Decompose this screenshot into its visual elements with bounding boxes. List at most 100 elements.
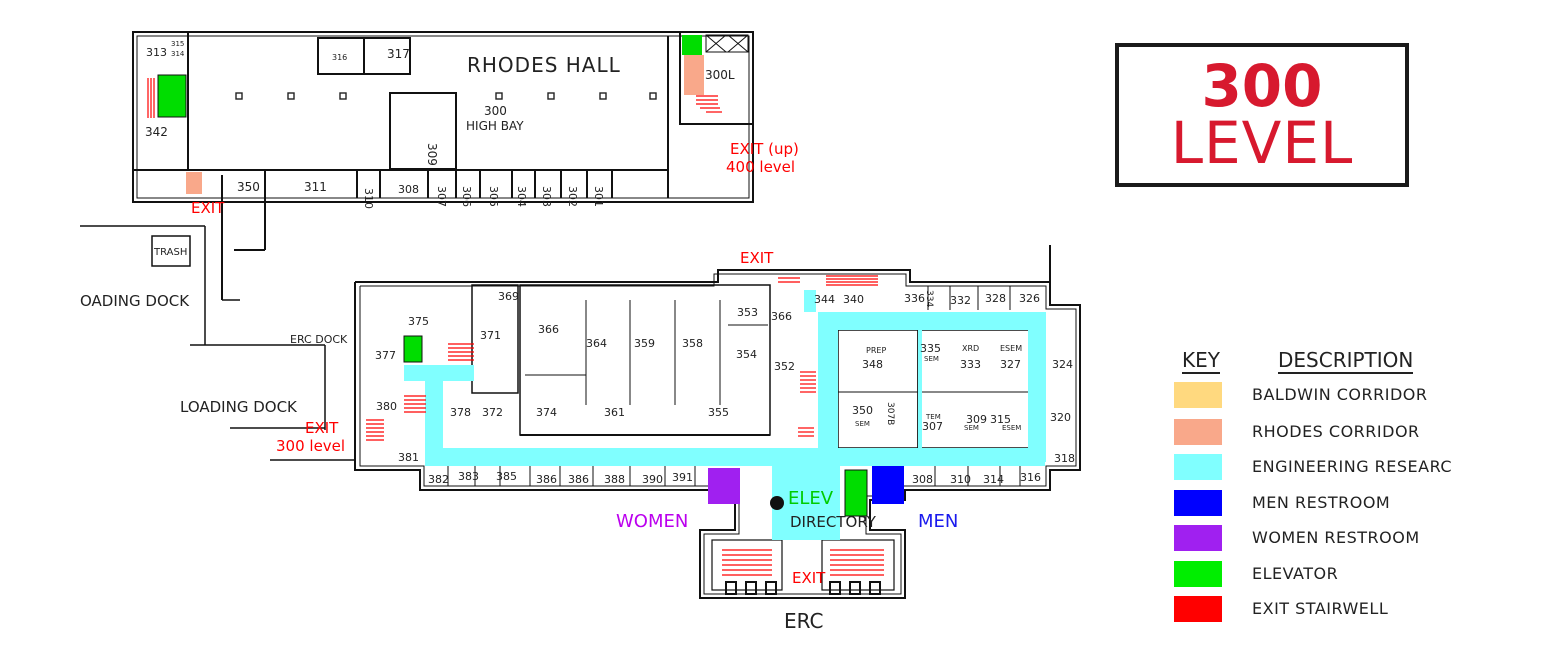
- legend-label: ENGINEERING RESEARC: [1252, 457, 1453, 476]
- room-386: 386: [536, 473, 557, 486]
- loading-dock-lower-label: LOADING DOCK: [180, 398, 298, 416]
- room-315: 315: [171, 40, 184, 48]
- room-307-tem: 307: [922, 420, 943, 433]
- rhodes-east-stair-block: [679, 31, 754, 125]
- room-390: 390: [642, 473, 663, 486]
- legend-swatch: [1174, 490, 1222, 516]
- room-335: 335: [920, 342, 941, 355]
- room-352: 352: [774, 360, 795, 373]
- level-number: 300: [1201, 52, 1323, 120]
- women-label: WOMEN: [616, 511, 688, 532]
- directory-label: DIRECTORY: [790, 513, 877, 531]
- room-308-east: 308: [912, 473, 933, 486]
- high-bay-number: 300: [484, 104, 507, 118]
- room-306: 306: [460, 186, 473, 207]
- legend-item: ENGINEERING RESEARC: [1174, 454, 1464, 480]
- room-313: 313: [146, 46, 167, 59]
- men-restroom: [872, 466, 904, 504]
- legend-swatch: [1174, 561, 1222, 587]
- stair-west-375: [448, 343, 474, 361]
- corridor-lab-gap: [918, 330, 922, 448]
- legend-label: MEN RESTROOM: [1252, 493, 1391, 512]
- legend-label: BALDWIN CORRIDOR: [1252, 385, 1428, 404]
- room-366-east: 366: [771, 310, 792, 323]
- room-316-east: 316: [1020, 471, 1041, 484]
- loading-dock-lines: [80, 225, 355, 461]
- room-327-label: ESEM: [1000, 344, 1022, 353]
- room-308: 308: [398, 183, 419, 196]
- room-375: 375: [408, 315, 429, 328]
- stair-south-east: [830, 549, 884, 576]
- room-354: 354: [736, 348, 757, 361]
- room-364: 364: [586, 337, 607, 350]
- room-385: 385: [496, 470, 517, 483]
- room-315-sub: ESEM: [1002, 424, 1021, 432]
- level-word: LEVEL: [1170, 109, 1354, 177]
- erc-room-labels: 369 375 371 366 364 359 358 353 366 354 …: [375, 290, 1075, 633]
- erc-elevator-west: [403, 335, 423, 363]
- stair-north: [778, 275, 878, 286]
- exit-rhodes: EXIT: [191, 199, 225, 217]
- exit-top: EXIT: [740, 249, 774, 267]
- high-bay-label: HIGH BAY: [466, 119, 524, 133]
- corridor-central-vertical: [818, 312, 838, 457]
- room-336: 336: [904, 292, 925, 305]
- corridor-south-east: [805, 448, 1045, 466]
- legend-label: WOMEN RESTROOM: [1252, 528, 1420, 547]
- room-383: 383: [458, 470, 479, 483]
- room-372: 372: [482, 406, 503, 419]
- south-entrance-pads: [725, 581, 881, 595]
- room-311: 311: [304, 180, 327, 194]
- room-314: 314: [171, 50, 185, 58]
- room-320: 320: [1050, 411, 1071, 424]
- rhodes-hall-building: [132, 31, 754, 300]
- trash-box: [151, 235, 191, 267]
- erc-building-label: ERC: [784, 609, 824, 633]
- room-305: 305: [487, 186, 500, 207]
- room-309-sem: 309: [966, 413, 987, 426]
- room-350-sem: 350: [852, 404, 873, 417]
- room-303: 303: [540, 186, 553, 207]
- corridor-north-stub: [804, 290, 816, 312]
- room-350-sub: SEM: [855, 420, 870, 428]
- room-386-b: 386: [568, 473, 589, 486]
- legend-swatch: [1174, 419, 1222, 445]
- stair-central-352: [798, 371, 816, 437]
- exit-bottom: EXIT: [792, 569, 826, 587]
- corridor-west-stub: [404, 365, 474, 381]
- room-355: 355: [708, 406, 729, 419]
- you-are-here-marker: [770, 496, 784, 510]
- corridor-east-vertical: [1028, 312, 1046, 462]
- legend-item: WOMEN RESTROOM: [1174, 525, 1464, 551]
- legend-item: EXIT STAIRWELL: [1174, 596, 1464, 622]
- room-300l: 300L: [705, 68, 735, 82]
- legend-header-description: DESCRIPTION: [1278, 348, 1414, 374]
- rhodes-inner-wall: [136, 35, 750, 199]
- rhodes-east-stairwell: [682, 34, 749, 113]
- room-388: 388: [604, 473, 625, 486]
- legend-label: RHODES CORRIDOR: [1252, 422, 1420, 441]
- room-378: 378: [450, 406, 471, 419]
- room-344: 344: [814, 293, 835, 306]
- room-309-sub: SEM: [964, 424, 979, 432]
- room-381: 381: [398, 451, 419, 464]
- room-333: 333: [960, 358, 981, 371]
- room-309: 309: [425, 143, 439, 166]
- room-334: 334: [924, 290, 934, 307]
- exit-up-line2: 400 level: [726, 158, 795, 176]
- room-316: 316: [332, 53, 347, 62]
- room-304: 304: [515, 186, 528, 207]
- room-302: 302: [566, 186, 579, 207]
- room-318: 318: [1054, 452, 1075, 465]
- room-307: 307: [435, 186, 448, 207]
- room-382: 382: [428, 473, 449, 486]
- room-310-east: 310: [950, 473, 971, 486]
- room-307b: 307B: [885, 402, 895, 425]
- lab-block-north: [519, 284, 771, 436]
- legend-item: ELEVATOR: [1174, 561, 1464, 587]
- room-358: 358: [682, 337, 703, 350]
- stair-south-west: [722, 549, 772, 576]
- room-359: 359: [634, 337, 655, 350]
